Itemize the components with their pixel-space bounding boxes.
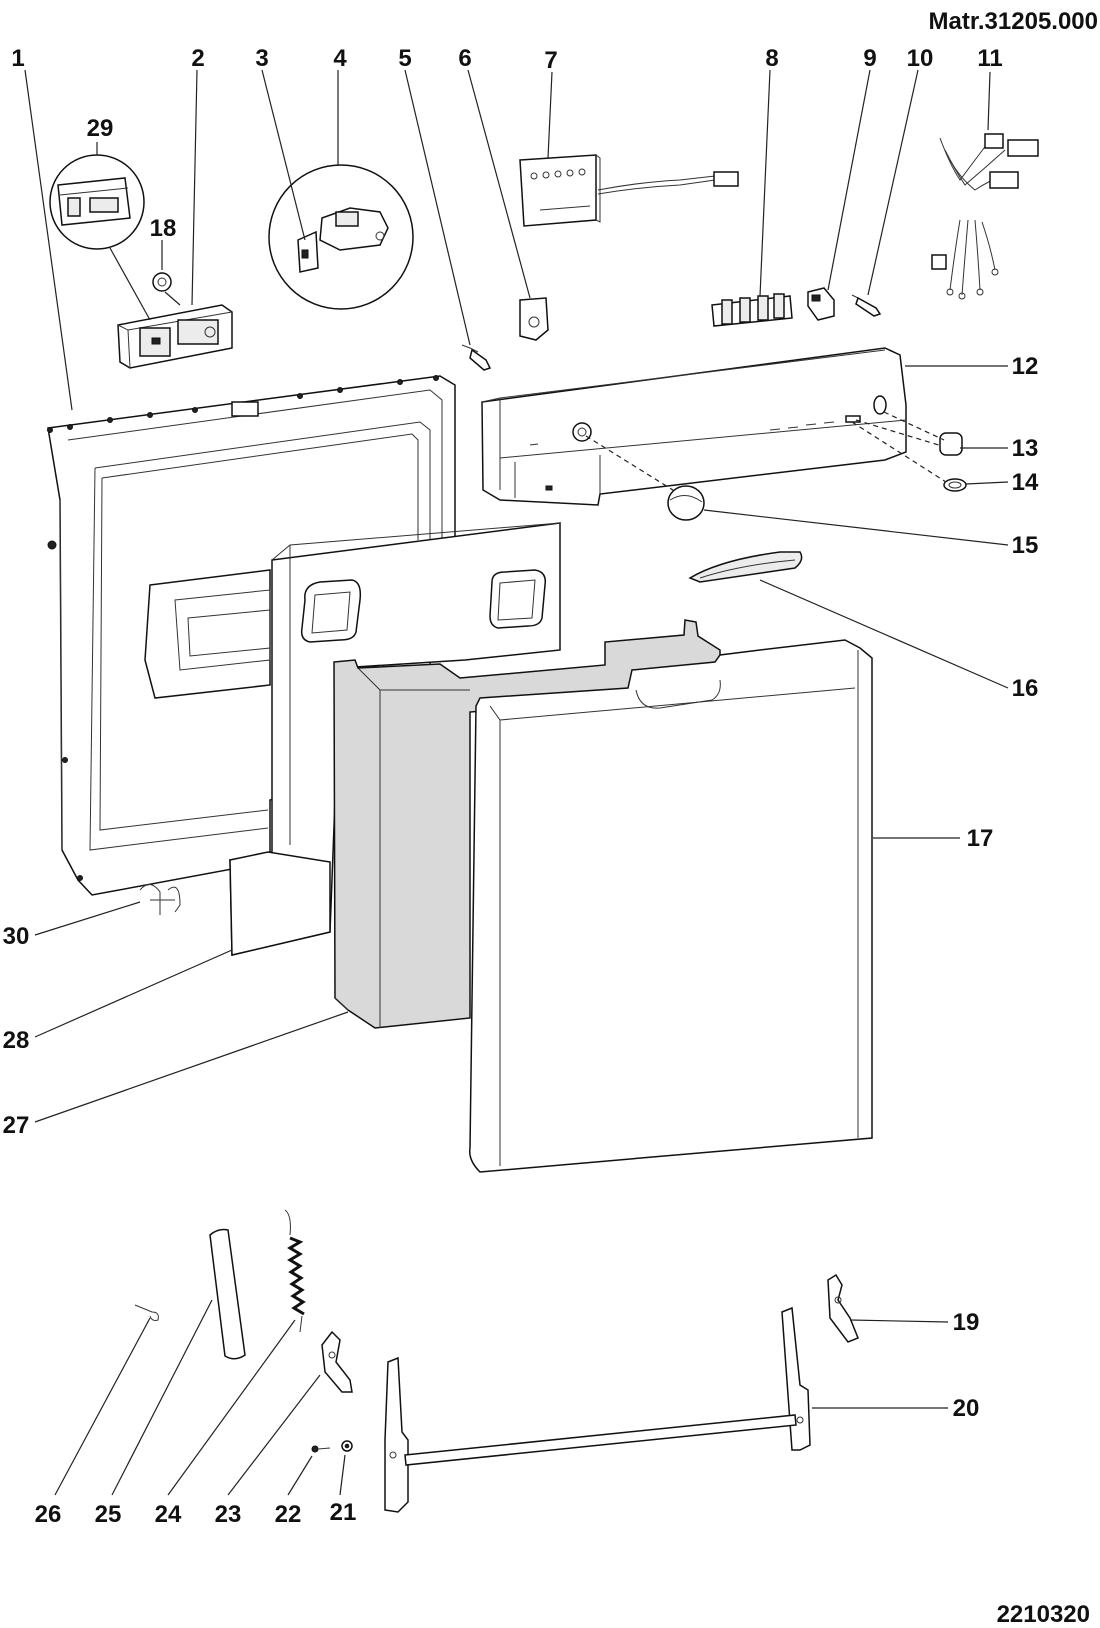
callout-1: 1 [11,45,24,72]
part-pushbutton-set [711,293,793,327]
callout-24: 24 [155,1501,182,1528]
callout-4: 4 [333,45,347,72]
callout-7: 7 [544,47,557,74]
part-grey-door-panel [333,619,721,1029]
part-small-pin [134,1304,159,1321]
callout-22: 22 [275,1501,302,1528]
callout-30: 30 [3,923,30,950]
callout-8: 8 [765,45,778,72]
callout-19: 19 [953,1309,980,1336]
part-knob [667,485,705,521]
callout-labels: 1 2 3 4 5 6 7 8 9 10 11 12 13 14 15 16 1… [3,45,1039,1528]
callout-23: 23 [215,1501,242,1528]
callout-5: 5 [398,45,411,72]
callout-14: 14 [1012,469,1039,496]
part-hinge-frame [384,1306,811,1513]
part-screw [311,1445,331,1453]
part-indicator-lamp [851,294,882,317]
callout-6: 6 [458,45,471,72]
part-seal-ring [943,478,967,492]
part-insulation-panel [229,522,561,956]
callout-18: 18 [150,215,177,242]
part-switch-detail [268,164,414,310]
callout-2: 2 [191,45,204,72]
callout-11: 11 [977,45,1002,72]
callout-12: 12 [1012,353,1039,380]
part-wiring-harness [931,133,1039,300]
part-outer-door [468,639,873,1173]
callout-27: 27 [3,1112,30,1139]
callout-26: 26 [35,1501,62,1528]
part-lock-detail [49,154,145,250]
part-switch [807,287,835,321]
leader-lines [24,69,1009,1496]
part-control-panel [481,347,907,506]
callout-13: 13 [1012,435,1039,462]
callout-3: 3 [255,45,268,72]
part-spring [284,1209,306,1333]
callout-9: 9 [863,45,876,72]
callout-20: 20 [953,1395,980,1422]
part-handle [688,551,803,583]
drawing-number: 2210320 [997,1601,1090,1628]
part-gasket-strip [209,1228,246,1360]
material-code: Matr.31205.000 [929,8,1098,35]
callout-10: 10 [907,45,934,72]
part-door-lock [117,304,233,369]
callout-17: 17 [967,825,994,852]
callout-29: 29 [87,115,114,142]
part-hinge-right [827,1273,859,1343]
part-washer [341,1440,353,1452]
part-clip [139,884,181,915]
part-connector [519,297,549,341]
part-button-cap [939,432,963,456]
callout-16: 16 [1012,675,1039,702]
callout-15: 15 [1012,532,1039,559]
callout-25: 25 [95,1501,122,1528]
callout-28: 28 [3,1027,30,1054]
callout-21: 21 [330,1499,357,1526]
part-hinge-left [321,1330,353,1393]
part-grommet [152,272,172,292]
part-sensor-probe [461,344,492,371]
part-electronic-board [519,154,739,227]
